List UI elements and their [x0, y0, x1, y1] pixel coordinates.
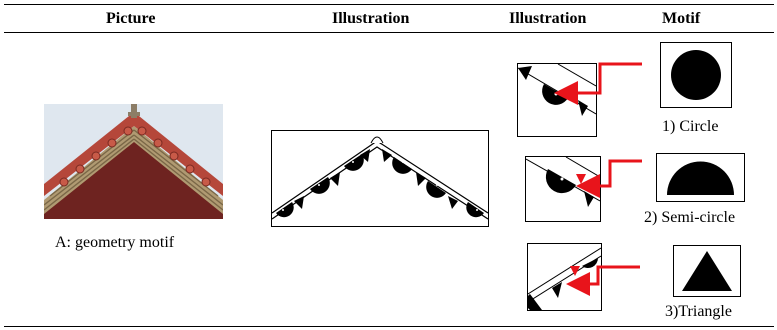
header-picture: Picture [106, 10, 156, 27]
header-illustration-detail: Illustration [509, 10, 587, 27]
header-illustration: Illustration [332, 10, 410, 27]
arrow-marker-triangle [570, 266, 580, 276]
triangle-icon [682, 251, 732, 291]
motif-circle-box [660, 42, 732, 108]
arrow-semicircle [576, 159, 642, 198]
motif-semicircle-box [656, 153, 745, 202]
arrow-circle [554, 62, 642, 105]
table-top-rule [4, 4, 774, 5]
picture-caption: A: geometry motif [55, 234, 175, 251]
table-bottom-rule [4, 326, 774, 327]
circle-icon [671, 50, 721, 100]
roof-photo [44, 104, 223, 219]
motif-label-semicircle: 2) Semi-circle [644, 209, 736, 226]
motif-label-circle: 1) Circle [662, 118, 719, 135]
motif-triangle-box [673, 245, 741, 297]
semicircle-icon [667, 161, 734, 195]
arrow-triangle [566, 265, 640, 296]
header-motif: Motif [662, 10, 701, 27]
arrow-marker-semicircle [576, 174, 586, 184]
header-bottom-rule [4, 32, 774, 33]
gable-illustration [271, 130, 489, 227]
motif-label-triangle: 3)Triangle [665, 303, 732, 320]
